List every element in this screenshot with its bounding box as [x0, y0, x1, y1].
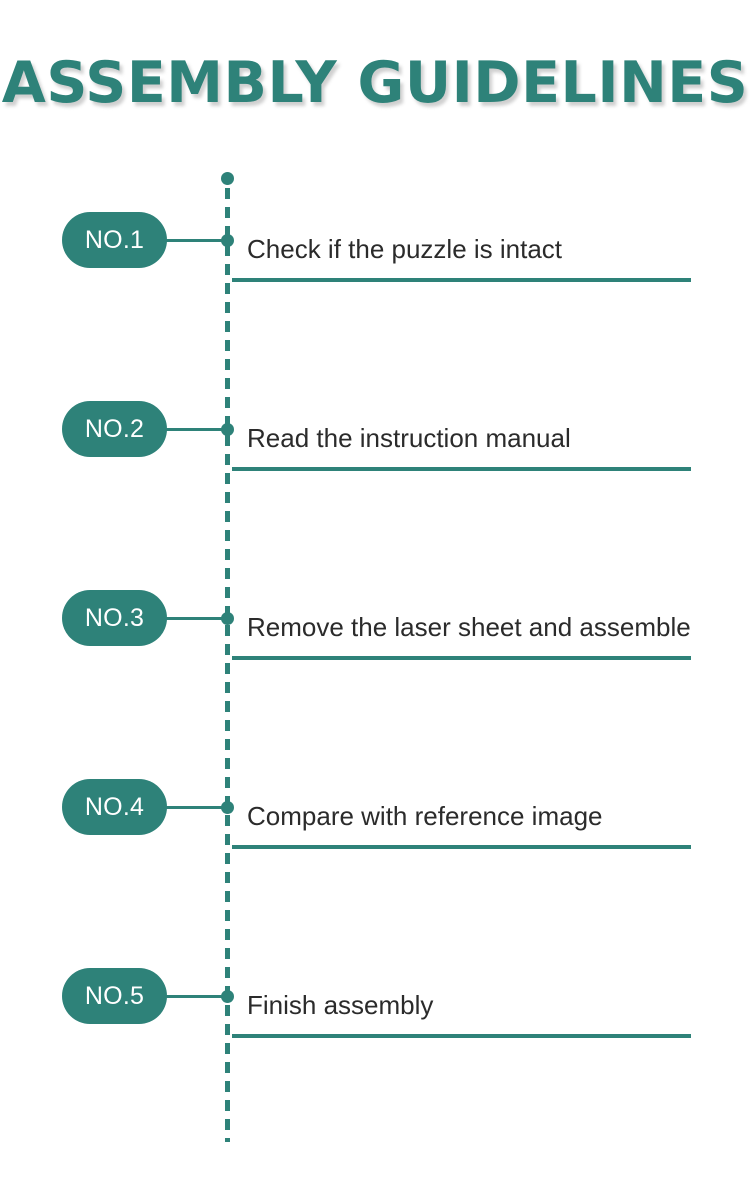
step-text-5: Finish assembly — [247, 990, 434, 1020]
step-connector-5 — [166, 995, 228, 998]
step-badge-5: NO.5 — [62, 968, 167, 1024]
step-connector-4 — [166, 806, 228, 809]
step-text-3: Remove the laser sheet and assemble — [247, 612, 691, 642]
page-title: ASSEMBLY GUIDELINES — [1, 50, 749, 116]
step-node-dot-4 — [221, 801, 234, 814]
timeline-top-dot — [221, 172, 234, 185]
step-connector-2 — [166, 428, 228, 431]
step-rule-1 — [232, 278, 691, 282]
step-badge-2: NO.2 — [62, 401, 167, 457]
step-node-dot-2 — [221, 423, 234, 436]
step-node-dot-1 — [221, 234, 234, 247]
step-badge-4: NO.4 — [62, 779, 167, 835]
timeline-spine — [221, 172, 234, 1142]
timeline-dashed-line — [225, 188, 230, 1142]
step-connector-3 — [166, 617, 228, 620]
step-rule-3 — [232, 656, 691, 660]
step-text-4: Compare with reference image — [247, 801, 603, 831]
step-badge-3: NO.3 — [62, 590, 167, 646]
step-node-dot-5 — [221, 990, 234, 1003]
step-node-dot-3 — [221, 612, 234, 625]
step-rule-5 — [232, 1034, 691, 1038]
step-badge-1: NO.1 — [62, 212, 167, 268]
step-text-2: Read the instruction manual — [247, 423, 571, 453]
step-connector-1 — [166, 239, 228, 242]
step-text-1: Check if the puzzle is intact — [247, 234, 563, 264]
step-rule-4 — [232, 845, 691, 849]
step-rule-2 — [232, 467, 691, 471]
